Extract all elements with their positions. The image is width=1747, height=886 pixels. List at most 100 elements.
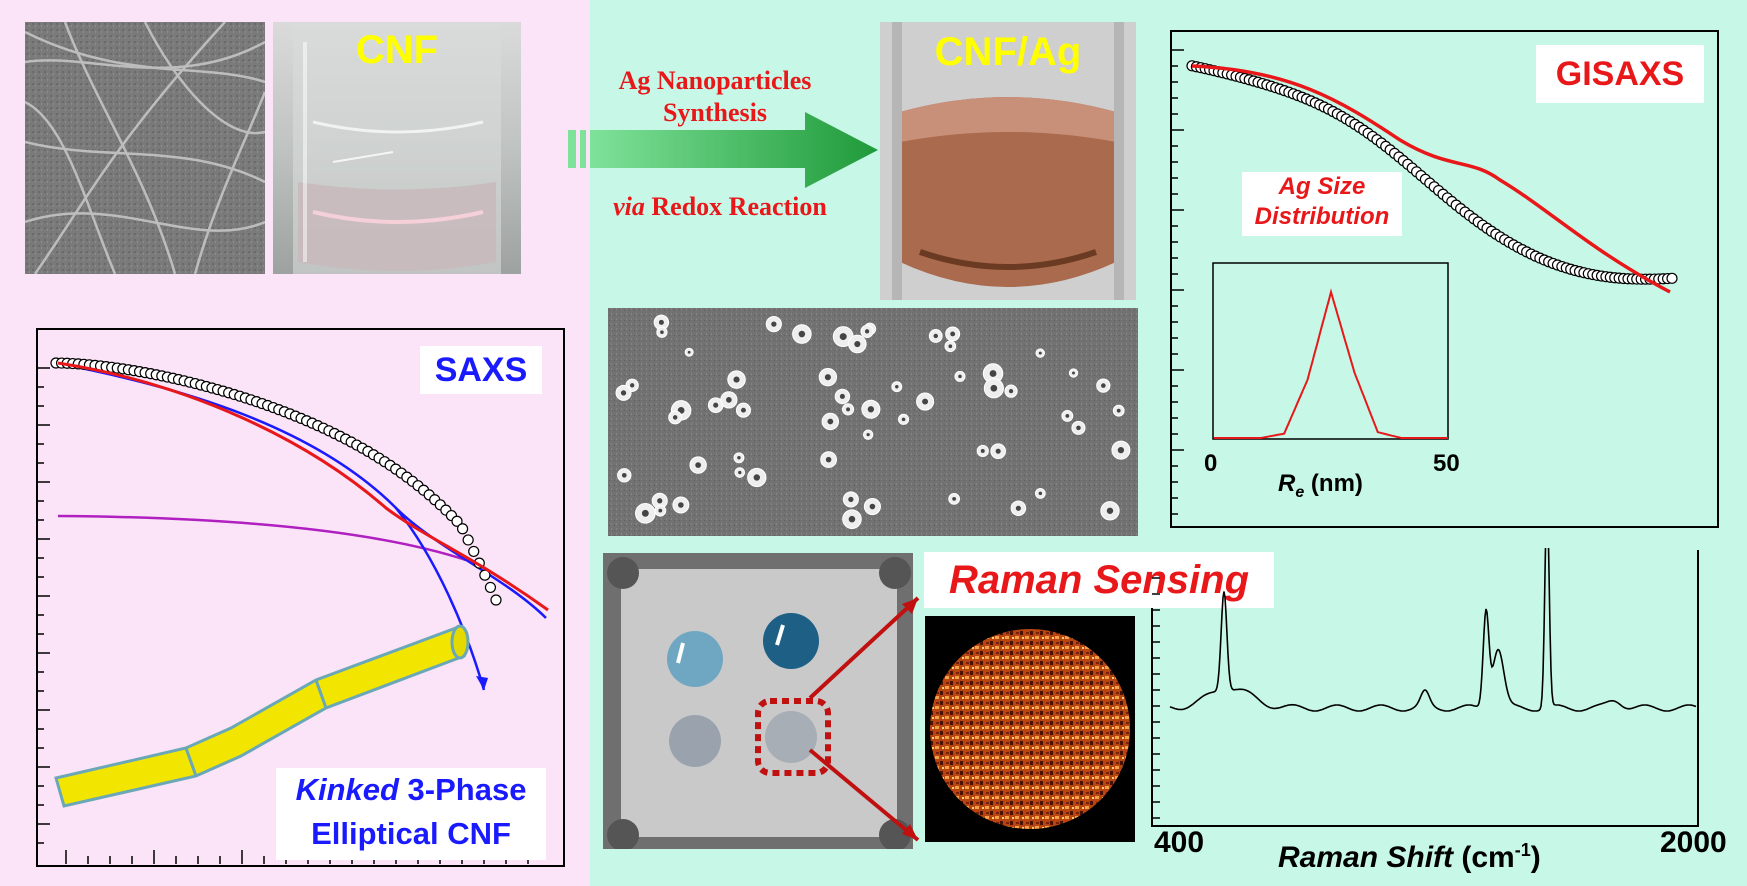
nanoparticle-core	[958, 374, 962, 379]
raman-x-min: 400	[1154, 826, 1205, 859]
nanoparticle-core	[1106, 507, 1114, 514]
nanoparticle-core	[948, 344, 953, 349]
nanoparticle-core	[825, 456, 832, 463]
nanoparticle-core	[660, 330, 664, 335]
nanoparticle-core	[895, 384, 899, 389]
nanoparticle-core	[658, 319, 664, 325]
gisaxs-data-point	[1666, 272, 1678, 284]
nanoparticle-core	[848, 496, 854, 503]
nanoparticle-core	[990, 384, 998, 392]
nanoparticle-core	[869, 503, 876, 510]
nanoparticle-core	[1038, 351, 1042, 355]
inset-title-line2: Distribution	[1254, 203, 1390, 230]
nanoparticle-core	[620, 390, 627, 396]
arrow-text-line3: via Redox Reaction	[560, 192, 880, 222]
synthesis-arrow	[560, 110, 880, 190]
saxs-chart: SAXS Kinked 3-Phase Elliptical CNF	[36, 328, 566, 868]
nanoparticle-core	[989, 370, 997, 377]
inset-xlabel-sub: e	[1295, 483, 1305, 501]
arrow-text-line1: Ag Nanoparticles	[618, 66, 812, 95]
nanoparticle-core	[740, 407, 746, 413]
gisaxs-chart: GISAXS Ag Size Distribution 0 50 Re (nm)	[1170, 30, 1720, 530]
nanoparticle-core	[950, 331, 956, 337]
saxs-model-label: Kinked 3-Phase Elliptical CNF	[276, 768, 546, 860]
saxs-data-point	[462, 534, 474, 546]
nanoparticle-core	[854, 340, 861, 348]
cnf-vial-photo: CNF	[273, 22, 521, 274]
nanoparticle-core	[827, 418, 834, 425]
nanoparticle-core	[1116, 408, 1121, 413]
raman-spectrum-chart	[1150, 497, 1700, 828]
inset-x-min: 0	[1204, 450, 1218, 477]
nanoparticle-core	[1008, 389, 1014, 394]
raman-map-image	[925, 616, 1135, 842]
saxs-model-line1: Kinked 3-Phase	[276, 768, 546, 812]
kinked-rod-illustration	[54, 624, 470, 808]
raman-xlabel-main: Raman Shift	[1278, 841, 1454, 874]
gisaxs-inset-title: Ag Size Distribution	[1242, 172, 1402, 236]
nanoparticle-core	[922, 398, 929, 405]
nanoparticle-core	[839, 333, 847, 341]
inset-xlabel-var: R	[1278, 470, 1296, 497]
nanoparticle-core	[1072, 371, 1075, 375]
cnf-label: CNF	[355, 28, 439, 72]
nanoparticle-core	[952, 496, 957, 501]
saxs-data-point	[484, 581, 497, 594]
nanoparticle-core	[641, 509, 649, 517]
cnf-ag-vial-photo: CNF/Ag	[880, 22, 1136, 300]
saxs-data-point	[490, 594, 502, 606]
nanoparticle-core	[824, 374, 831, 381]
nanoparticle-core	[1065, 414, 1070, 418]
raman-xlabel: Raman Shift (cm-1)	[1278, 840, 1541, 875]
arrow-text-redox: Redox Reaction	[644, 192, 827, 221]
nanoparticle-core	[1038, 491, 1043, 496]
arrow-text-line2: Synthesis	[662, 98, 768, 127]
raman-xlabel-sup: -1	[1514, 840, 1531, 860]
cnf-sem-image	[24, 21, 267, 275]
saxs-model-kinked: Kinked	[295, 772, 399, 807]
saxs-data-point	[451, 515, 463, 527]
nanoparticle-core	[901, 417, 906, 422]
nanoparticle-core	[733, 376, 740, 383]
nanoparticle-core	[933, 333, 938, 339]
nanoparticle-core	[980, 448, 985, 453]
raman-title: Raman Sensing	[924, 552, 1274, 608]
sensor-chip-photo	[603, 553, 913, 851]
saxs-model-3phase: 3-Phase	[398, 772, 527, 807]
gisaxs-title: GISAXS	[1536, 45, 1704, 103]
cnf-ag-label: CNF/Ag	[934, 30, 1082, 74]
nanoparticle-core	[846, 407, 851, 412]
nanoparticle-core	[738, 470, 742, 475]
raman-x-max: 2000	[1660, 826, 1727, 859]
nanoparticle-core	[1076, 425, 1081, 431]
arrow-text-via: via	[613, 192, 645, 221]
nanoparticle-core	[687, 350, 691, 354]
saxs-data-point	[456, 523, 469, 535]
nanoparticle-core	[995, 448, 1001, 454]
inset-title-line1: Ag Size	[1278, 173, 1366, 200]
nanoparticle-core	[1100, 383, 1106, 388]
nanoparticle-core	[753, 474, 761, 481]
nanoparticle-core	[866, 433, 870, 437]
inset-x-max: 50	[1433, 450, 1460, 477]
zoom-connector-lines	[808, 596, 920, 842]
saxs-data-point	[468, 545, 480, 558]
nanoparticle-core	[630, 383, 635, 388]
nanoparticle-core	[848, 515, 856, 523]
nanoparticle-core	[621, 472, 627, 478]
nanoparticle-core	[657, 498, 663, 504]
nanoparticle-core	[864, 329, 870, 334]
ag-nanoparticle-sem-image	[608, 308, 1138, 536]
saxs-model-line2: Elliptical CNF	[311, 816, 511, 851]
nanoparticle-core	[695, 462, 702, 468]
nanoparticle-core	[1015, 505, 1021, 511]
nanoparticle-core	[867, 406, 875, 413]
ag-size-distribution-inset	[1212, 262, 1449, 440]
saxs-title: SAXS	[420, 346, 542, 394]
nanoparticle-core	[726, 397, 732, 403]
nanoparticle-core	[839, 393, 845, 399]
nanoparticle-core	[713, 402, 719, 408]
nanoparticle-core	[658, 508, 663, 513]
inset-xlabel: Re (nm)	[1278, 470, 1363, 502]
raman-xlabel-unit: (cm	[1453, 841, 1515, 874]
